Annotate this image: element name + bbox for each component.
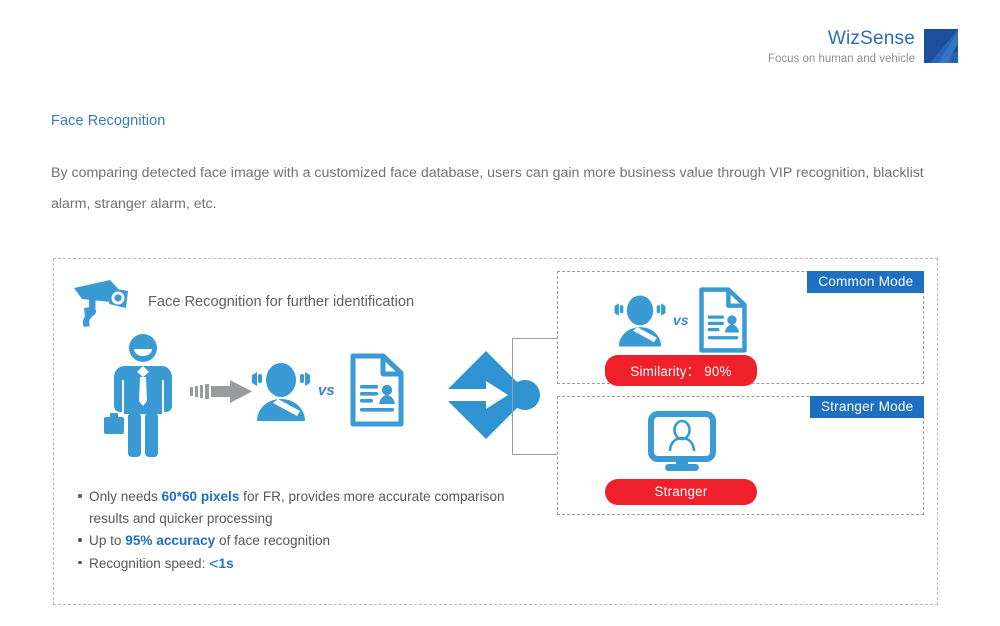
bullet-item: Only needs 60*60 pixels for FR, provides… [78,486,505,529]
diagram-lead-text: Face Recognition for further identificat… [148,294,415,310]
brand-text: WizSense Focus on human and vehicle [768,28,915,67]
similarity-pill: Similarity： 90% [605,355,757,386]
branch-bracket-icon [512,338,558,455]
businessman-icon [100,333,186,458]
bullet-list: Only needs 60*60 pixels for FR, provides… [75,486,505,575]
bullet-item: Recognition speed: <1s [78,553,505,576]
cctv-camera-icon [70,277,132,329]
diagram-outer-frame [53,258,938,605]
brand-header: WizSense Focus on human and vehicle [768,28,958,67]
vs-label-common: vs [673,312,689,328]
id-document-icon-common [697,286,749,354]
brand-tagline: Focus on human and vehicle [767,53,915,65]
bullet-highlight: 60*60 pixels [161,489,240,504]
bullet-post: for FR, provides more accurate compariso… [89,489,505,526]
bullet-post: of face recognition [215,533,331,548]
face-avatar-icon [248,358,314,426]
process-node-icon [442,345,554,445]
bullet-pre: Only needs [89,489,162,504]
id-document-icon [348,352,406,428]
face-avatar-icon-common [611,291,669,351]
monitor-face-icon [647,411,717,474]
stranger-pill: Stranger [605,479,757,505]
bullet-highlight: 1s [218,555,234,571]
badge-common-mode: Common Mode [807,270,925,293]
page-title: Face Recognition [51,113,166,129]
gray-arrow-icon [190,378,252,404]
bullet-highlight: 95% accuracy [125,533,216,548]
bullet-pre: Recognition speed: [89,555,210,571]
badge-stranger-mode: Stranger Mode [809,395,925,418]
bullet-pre: Up to [89,533,126,548]
bullet-item: Up to 95% accuracy of face recognition [78,530,505,552]
vs-label: vs [318,382,335,399]
less-than-symbol: < [209,555,219,573]
brand-name: WizSense [827,28,915,49]
section-paragraph: By comparing detected face image with a … [51,165,924,212]
wizsense-logo-icon [924,29,958,63]
feature-bullets: Only needs 60*60 pixels for FR, provides… [75,486,505,576]
